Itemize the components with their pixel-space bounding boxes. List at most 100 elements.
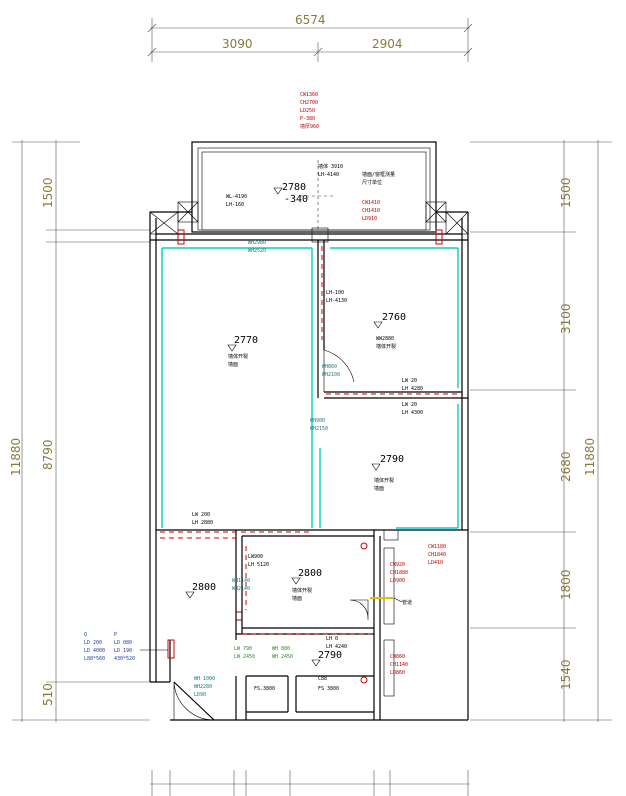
door-note-a: WH 1000 <box>194 676 215 682</box>
top-dimensions: 6574 3090 2904 <box>147 13 473 62</box>
legend-q-3: L88*560 <box>84 656 105 662</box>
lw20b-2: LH 4300 <box>402 410 423 416</box>
bath-level: 2790 <box>318 650 342 661</box>
living-teal-b: WH2520 <box>248 248 266 254</box>
bottom-dimensions <box>150 770 470 796</box>
right-red3-a: CW860 <box>390 654 405 660</box>
bed1-teal-a: WH860 <box>322 364 337 370</box>
right-red1-b: CH1840 <box>428 552 446 558</box>
bed1-note-a: WW2880 <box>376 336 394 342</box>
top-red-2: CH2700 <box>300 100 318 106</box>
dim-top-total: 6574 <box>295 13 326 27</box>
kitchen-a-1: LW900 <box>248 554 263 560</box>
right-red2-c: LD900 <box>390 578 405 584</box>
balcony-left-a: WL-4190 <box>226 194 247 200</box>
dim-right-total: 11880 <box>583 438 597 476</box>
interior-walls <box>156 240 468 721</box>
door-note-c: LD90 <box>194 692 206 698</box>
bath-note2-b: LW 2450 <box>234 654 255 660</box>
bed1-teal-b: WH2100 <box>322 372 340 378</box>
lw200-a: LW 200 <box>192 512 210 518</box>
balcony-note2-b: 尺寸单位 <box>362 179 382 186</box>
balcony-note2-a: 墙面/窗框测量 <box>362 171 395 178</box>
door-note-b: WH2280 <box>194 684 212 690</box>
dim-right-4: 1800 <box>559 569 573 600</box>
dim-left-1: 1500 <box>41 177 55 208</box>
right-red1-a: CW1180 <box>428 544 446 550</box>
dim-left-total: 11880 <box>9 438 23 476</box>
right-red2-b: CH1880 <box>390 570 408 576</box>
right-red1-c: LD410 <box>428 560 443 566</box>
bed1-left-b: LH-4130 <box>326 298 347 304</box>
legend-p-0: P <box>114 632 117 638</box>
right-red3-b: CH1140 <box>390 662 408 668</box>
living-note-a: 墙体开裂 <box>228 353 248 360</box>
living-note-b: 墙面 <box>228 361 238 368</box>
kitchen-b-2: WH2140 <box>232 586 250 592</box>
dim-left-2: 8790 <box>41 439 55 470</box>
mid-teal-a: WH900 <box>310 418 325 424</box>
doors <box>173 349 399 721</box>
dim-top-right: 2904 <box>372 37 403 51</box>
balcony-note1-a: 墙体 3910 <box>318 163 343 170</box>
lw200-b: LH 2880 <box>192 520 213 526</box>
top-red-5: 墙厚960 <box>300 123 319 130</box>
bath-note1-a: LH 0 <box>326 636 338 642</box>
red-dashed-lines <box>160 246 462 635</box>
lw20a-1: LW 20 <box>402 378 417 384</box>
right-red3-c: LD860 <box>390 670 405 676</box>
lw20b-1: LW 20 <box>402 402 417 408</box>
balcony <box>191 141 437 233</box>
mid-teal-b: WH2150 <box>310 426 328 432</box>
balcony-level: 2780 <box>282 182 306 193</box>
dim-top-left: 3090 <box>222 37 253 51</box>
exterior-walls <box>149 211 469 720</box>
bath-note3-b: WH 2450 <box>272 654 293 660</box>
living-teal-a: WH2980 <box>248 240 266 246</box>
balcony-left-b: LH-160 <box>226 202 244 208</box>
living-level: 2770 <box>234 335 258 346</box>
pipe <box>370 597 403 603</box>
kitchen-note-a: 墙体开裂 <box>292 587 312 594</box>
level-markers <box>185 187 383 667</box>
bath-note2-a: LW 790 <box>234 646 252 652</box>
bath-note3-a: WH 880 <box>272 646 290 652</box>
bed2-note-b: 墙面 <box>374 485 384 492</box>
top-red-3: LD250 <box>300 108 315 114</box>
columns <box>149 201 469 243</box>
balcony-red-a: CW1410 <box>362 200 380 206</box>
right-dimensions: 11880 1500 3100 2680 1800 1540 <box>470 140 612 722</box>
fs-a: FS 3800 <box>318 686 339 692</box>
balcony-red-b: CH1410 <box>362 208 380 214</box>
pipe-label: 管道 <box>402 599 412 606</box>
right-red2-a: CW920 <box>390 562 405 568</box>
bedroom2-level: 2790 <box>380 454 404 465</box>
legend-q-1: LD 200 <box>84 640 102 646</box>
dim-left-3: 510 <box>41 683 55 706</box>
legend-q-0: Q <box>84 632 87 638</box>
kitchen-note-b: 墙面 <box>292 595 302 602</box>
cyan-finish-lines <box>161 247 459 529</box>
dim-right-3: 2680 <box>559 451 573 482</box>
dim-right-2: 3100 <box>559 303 573 334</box>
annotations: CW1360 CH2700 LD250 P-380 墙厚960 墙体 3910 … <box>84 92 446 698</box>
balcony-note1-b: LH-4140 <box>318 172 339 178</box>
bath-label: C88 <box>318 676 327 682</box>
legend-p-2: LD 190 <box>114 648 132 654</box>
bath-note1-b: LH 4240 <box>326 644 347 650</box>
legend-p-3: 430*520 <box>114 656 135 662</box>
balcony-sub: -340 <box>284 194 308 205</box>
top-red-1: CW1360 <box>300 92 318 98</box>
dim-right-5: 1540 <box>559 659 573 690</box>
kitchen-level: 2800 <box>298 568 322 579</box>
top-red-4: P-380 <box>300 116 315 122</box>
dining-level: 2800 <box>192 582 216 593</box>
fs-c: FS.3800 <box>254 686 275 692</box>
dim-right-1: 1500 <box>559 177 573 208</box>
legend-p-1: LD 080 <box>114 640 132 646</box>
lw20a-2: LH 4280 <box>402 386 423 392</box>
bedroom1-level: 2760 <box>382 312 406 323</box>
kitchen-b-1: WH1140 <box>232 578 250 584</box>
kitchen-a-2: LH 5120 <box>248 562 269 568</box>
